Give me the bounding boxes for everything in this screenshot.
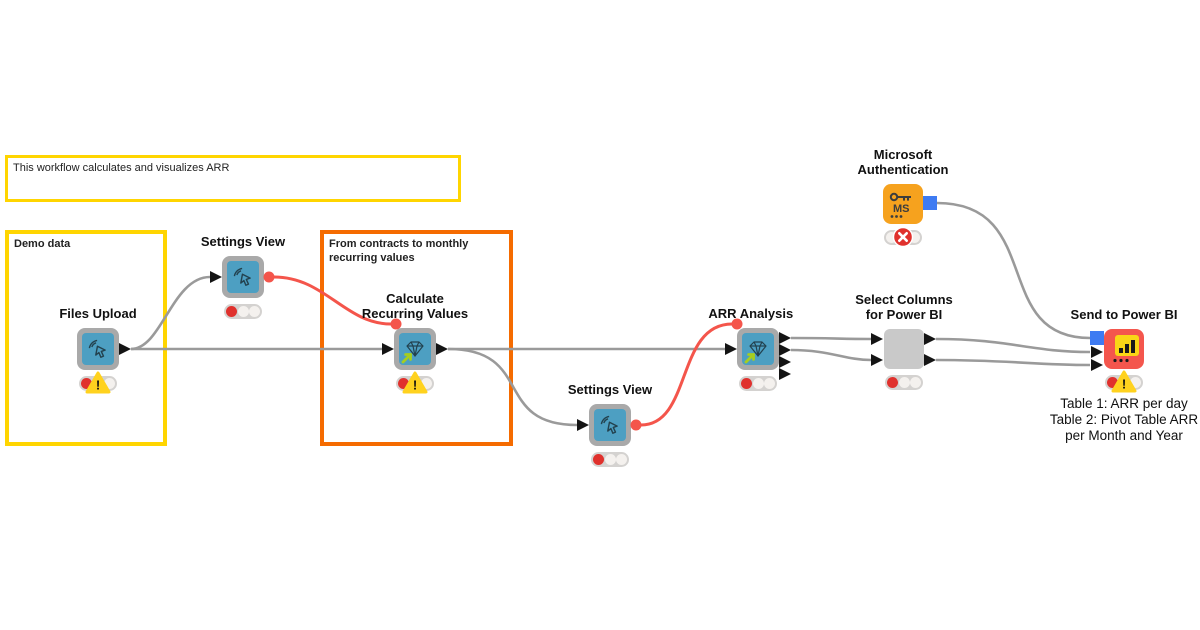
port-out-arr-analysis-2[interactable] (779, 344, 791, 356)
port-out-msauth-credential[interactable] (923, 196, 937, 210)
ms-key-icon: MS (889, 192, 911, 218)
status-yellow-light (237, 306, 249, 317)
gem-icon (749, 341, 767, 357)
status-green-light (104, 378, 115, 389)
port-in-select-columns-1[interactable] (871, 333, 883, 345)
port-out-arr-analysis-1[interactable] (779, 332, 791, 344)
status-traffic-light (591, 452, 629, 467)
port-in-send-powerbi-1[interactable] (1091, 346, 1103, 358)
annotation-text: Demo data (14, 238, 71, 250)
port-out-arr-analysis-3[interactable] (779, 356, 791, 368)
warning-icon: ! (85, 371, 111, 394)
annotation-text: This workflow calculates and visualizes … (13, 162, 230, 174)
status-red-light (398, 378, 409, 389)
node-body[interactable]: MS (883, 184, 923, 224)
metanode-body[interactable] (884, 329, 924, 369)
connection-selectcolumns-powerbi-1[interactable] (935, 337, 1091, 354)
node-files-upload[interactable]: Files Upload ! (59, 306, 137, 394)
port-out-settings-view-1-flowvar[interactable] (263, 271, 275, 283)
node-microsoft-authentication[interactable]: Microsoft Authentication MS (858, 147, 949, 248)
status-green-light (1130, 377, 1141, 388)
port-out-select-columns-1[interactable] (924, 333, 936, 345)
node-settings-view-1[interactable]: Settings View (201, 234, 285, 319)
node-caption: Table 1: ARR per day Table 2: Pivot Tabl… (1049, 396, 1199, 443)
connection-arr-selectcolumns-2[interactable] (790, 348, 872, 362)
port-in-send-powerbi-2[interactable] (1091, 359, 1103, 371)
status-traffic-light (885, 375, 923, 390)
node-body[interactable] (1104, 329, 1144, 369)
status-green-light (764, 378, 775, 389)
node-calculate-recurring-values[interactable]: Calculate Recurring Values (362, 291, 468, 394)
node-label: Send to Power BI (1070, 307, 1178, 322)
node-label: Files Upload (59, 306, 137, 321)
status-traffic-light (224, 304, 262, 319)
component-link-arrow-icon (744, 353, 755, 364)
node-label: Select Columns for Power BI (855, 292, 953, 322)
status-red-light (886, 232, 897, 243)
annotation-workflow-note[interactable]: This workflow calculates and visualizes … (5, 155, 461, 202)
status-green-light (909, 232, 920, 243)
status-yellow-light (752, 378, 764, 389)
node-label: Settings View (200, 234, 286, 249)
port-out-settings-view-2-flowvar[interactable] (630, 419, 642, 431)
component-frame[interactable] (77, 328, 119, 370)
port-in-arr-analysis[interactable] (725, 343, 737, 355)
status-yellow-light (898, 377, 910, 388)
status-red-light (741, 378, 752, 389)
port-in-settings-view-1[interactable] (210, 271, 222, 283)
status-traffic-light (739, 376, 777, 391)
node-label: Settings View (567, 382, 653, 397)
gem-icon (406, 341, 424, 357)
power-bi-chart-icon (1113, 335, 1139, 363)
connection-selectcolumns-powerbi-2[interactable] (935, 358, 1091, 367)
port-in-select-columns-2[interactable] (871, 354, 883, 366)
warning-glyph: ! (1122, 377, 1126, 392)
warning-glyph: ! (413, 378, 417, 393)
port-out-select-columns-2[interactable] (924, 354, 936, 366)
warning-icon: ! (1111, 370, 1137, 393)
component-frame[interactable] (589, 404, 631, 446)
error-x-icon (892, 226, 914, 248)
node-label: ARR Analysis (708, 306, 794, 321)
widget-icon (233, 267, 251, 286)
widget-icon (88, 339, 106, 358)
component-link-arrow-icon (401, 353, 412, 364)
node-arr-analysis[interactable]: ARR Analysis (708, 306, 793, 391)
status-green-light (616, 454, 627, 465)
node-label: Microsoft Authentication (857, 147, 949, 177)
annotation-text: From contracts to monthly recurring valu… (329, 238, 469, 264)
component-frame[interactable] (737, 328, 779, 370)
status-green-light (910, 377, 921, 388)
status-red-light (1107, 377, 1118, 388)
status-red-light (887, 377, 898, 388)
warning-glyph: ! (96, 378, 100, 393)
status-green-light (421, 378, 432, 389)
status-yellow-light (604, 454, 616, 465)
ms-label: MS (893, 203, 910, 215)
status-red-light (81, 378, 92, 389)
component-frame[interactable] (222, 256, 264, 298)
node-select-columns[interactable]: Select Columns for Power BI (855, 292, 953, 390)
warning-icon: ! (402, 371, 428, 394)
node-label: Calculate Recurring Values (361, 291, 469, 321)
port-in-send-powerbi-credential[interactable] (1090, 331, 1104, 345)
status-red-light (593, 454, 604, 465)
port-out-arr-analysis-4[interactable] (779, 368, 791, 380)
status-green-light (249, 306, 260, 317)
connection-settingsview2-arr-flowvar[interactable] (640, 322, 733, 427)
component-frame[interactable] (394, 328, 436, 370)
status-red-light (226, 306, 237, 317)
node-send-to-power-bi[interactable]: Send to Power BI ! Table 1: A (1050, 307, 1198, 443)
connection-arr-selectcolumns-1[interactable] (790, 336, 872, 341)
node-settings-view-2[interactable]: Settings View (568, 382, 652, 467)
widget-icon (600, 415, 618, 434)
port-in-settings-view-2[interactable] (577, 419, 589, 431)
